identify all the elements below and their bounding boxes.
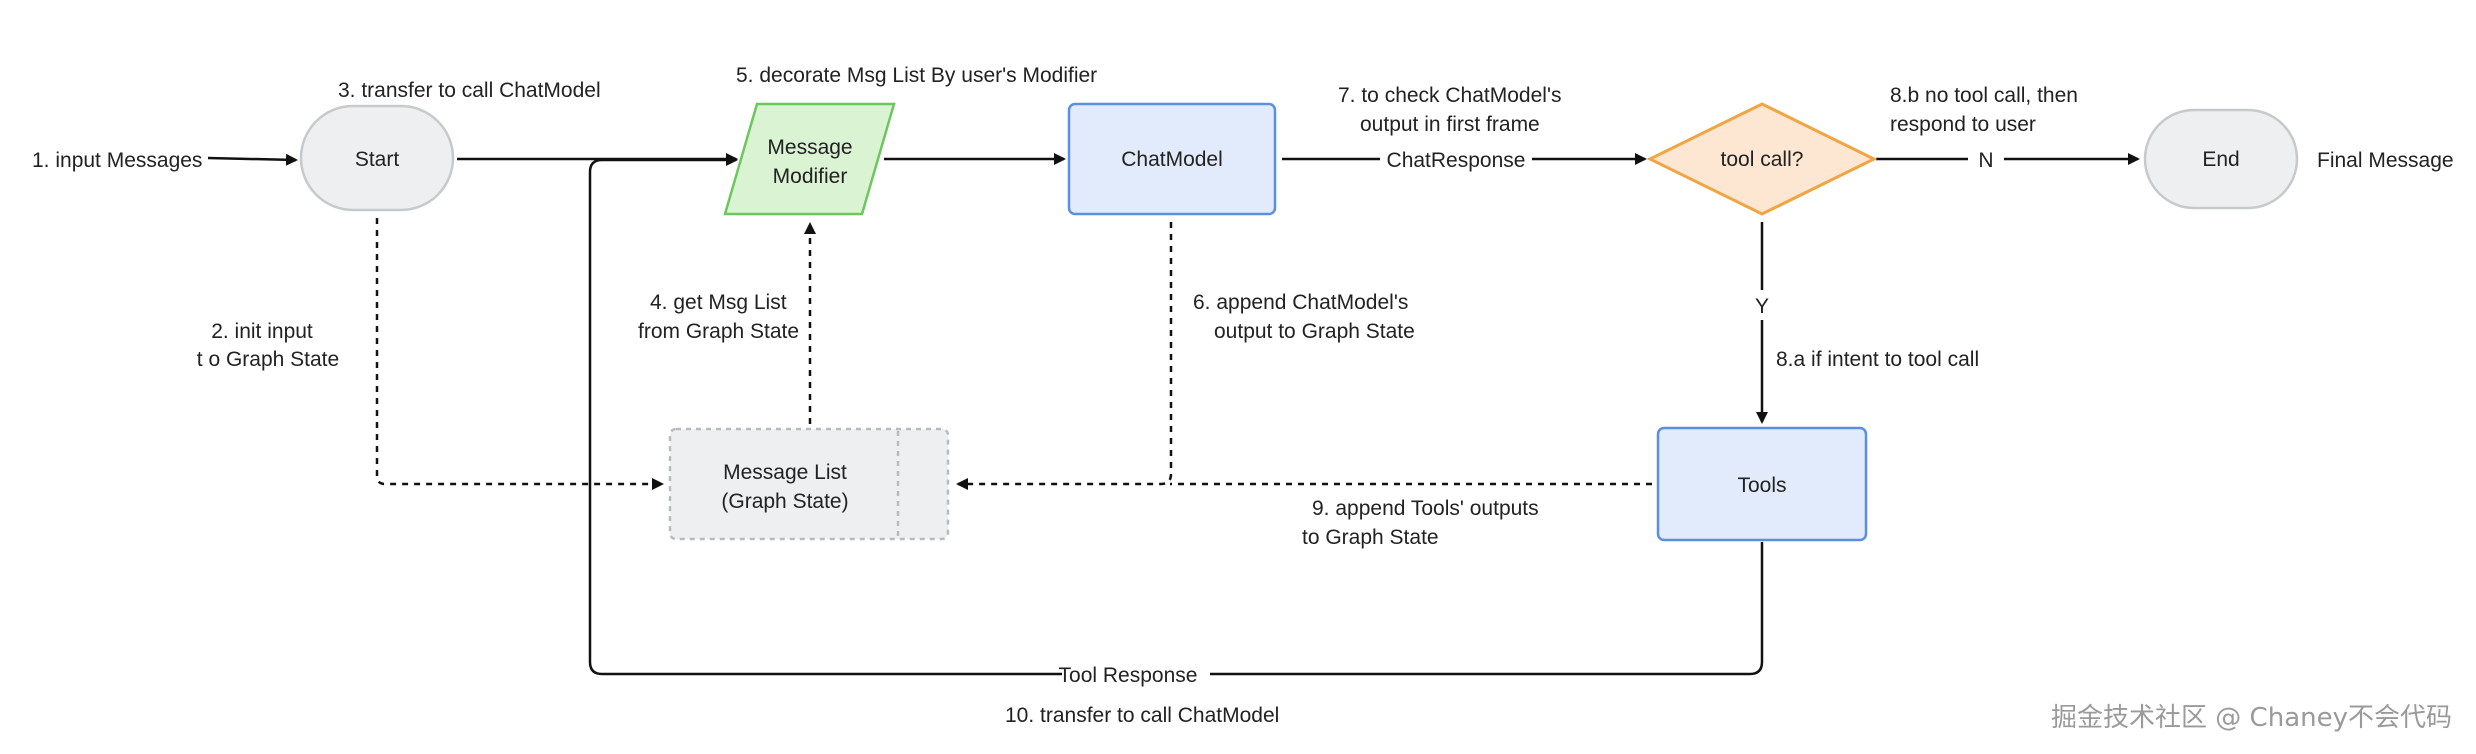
label-get-msg-list-line2: from Graph State bbox=[638, 320, 799, 343]
end-node: End bbox=[2143, 108, 2299, 210]
label-decorate: 5. decorate Msg List By user's Modifier bbox=[736, 64, 1097, 87]
dashed-edges bbox=[375, 218, 1652, 490]
chatmodel-shape bbox=[1067, 102, 1277, 216]
label-intent-tool-call: 8.a if intent to tool call bbox=[1776, 348, 1979, 371]
tool-call-decision-node: tool call? bbox=[1646, 102, 1878, 216]
label-init-input-line1: 2. init input bbox=[211, 320, 313, 343]
label-append-tools-line2: to Graph State bbox=[1302, 526, 1439, 549]
label-get-msg-list-line1: 4. get Msg List bbox=[650, 291, 787, 314]
tool-call-decision-shape bbox=[1646, 102, 1878, 216]
tool-call-decision-label: tool call? bbox=[1721, 148, 1804, 171]
label-no-tool-call-line1: 8.b no tool call, then bbox=[1890, 84, 2078, 107]
label-check-chatmodel-line2: output in first frame bbox=[1360, 113, 1540, 136]
label-transfer-call-chatmodel: 10. transfer to call ChatModel bbox=[1005, 704, 1279, 727]
edge-tools-loop-left bbox=[1210, 542, 1764, 676]
edge-start-to-state bbox=[375, 218, 664, 490]
start-terminal-shape bbox=[299, 104, 455, 212]
message-modifier-node: Message Modifier bbox=[723, 102, 896, 216]
edges bbox=[207, 153, 2140, 676]
label-tool-response: Tool Response bbox=[1059, 664, 1198, 687]
tools-label: Tools bbox=[1737, 474, 1786, 497]
message-list-label-line2: (Graph State) bbox=[721, 490, 848, 513]
tools-node: Tools bbox=[1656, 426, 1868, 542]
label-check-chatmodel-line1: 7. to check ChatModel's bbox=[1338, 84, 1561, 107]
end-terminal-shape bbox=[2143, 108, 2299, 210]
label-branch-y: Y bbox=[1755, 295, 1769, 318]
start-label: Start bbox=[355, 148, 400, 171]
watermark: 掘金技术社区 @ Chaney不会代码 bbox=[2051, 703, 2452, 733]
label-no-tool-call-line2: respond to user bbox=[1890, 113, 2036, 136]
label-chat-response: ChatResponse bbox=[1387, 149, 1526, 172]
edge-tools-loop-right bbox=[588, 154, 1062, 676]
label-append-chatmodel-line2: output to Graph State bbox=[1214, 320, 1415, 343]
start-node: Start bbox=[299, 104, 455, 212]
chatmodel-label: ChatModel bbox=[1121, 148, 1223, 171]
message-list-label-line1: Message List bbox=[723, 461, 847, 484]
edge-input-to-start bbox=[207, 153, 298, 166]
end-label: End bbox=[2202, 148, 2239, 171]
label-input-messages: 1. input Messages bbox=[32, 149, 202, 172]
message-modifier-shape bbox=[723, 102, 896, 216]
label-append-chatmodel-line1: 6. append ChatModel's bbox=[1193, 291, 1408, 314]
label-init-input-line2: t o Graph State bbox=[197, 348, 339, 371]
message-list-shape bbox=[668, 427, 950, 541]
label-transfer-to-call: 3. transfer to call ChatModel bbox=[338, 79, 601, 102]
chatmodel-node: ChatModel bbox=[1067, 102, 1277, 216]
edge-chatmodel-to-state bbox=[956, 222, 1173, 490]
message-modifier-label-line1: Message bbox=[767, 136, 852, 159]
label-branch-n: N bbox=[1978, 149, 1993, 172]
tools-shape bbox=[1656, 426, 1868, 542]
label-final-message: Final Message bbox=[2317, 149, 2454, 172]
label-append-tools-line1: 9. append Tools' outputs bbox=[1312, 497, 1539, 520]
message-modifier-label-line2: Modifier bbox=[773, 165, 848, 188]
message-list-node: Message List (Graph State) bbox=[668, 427, 950, 541]
